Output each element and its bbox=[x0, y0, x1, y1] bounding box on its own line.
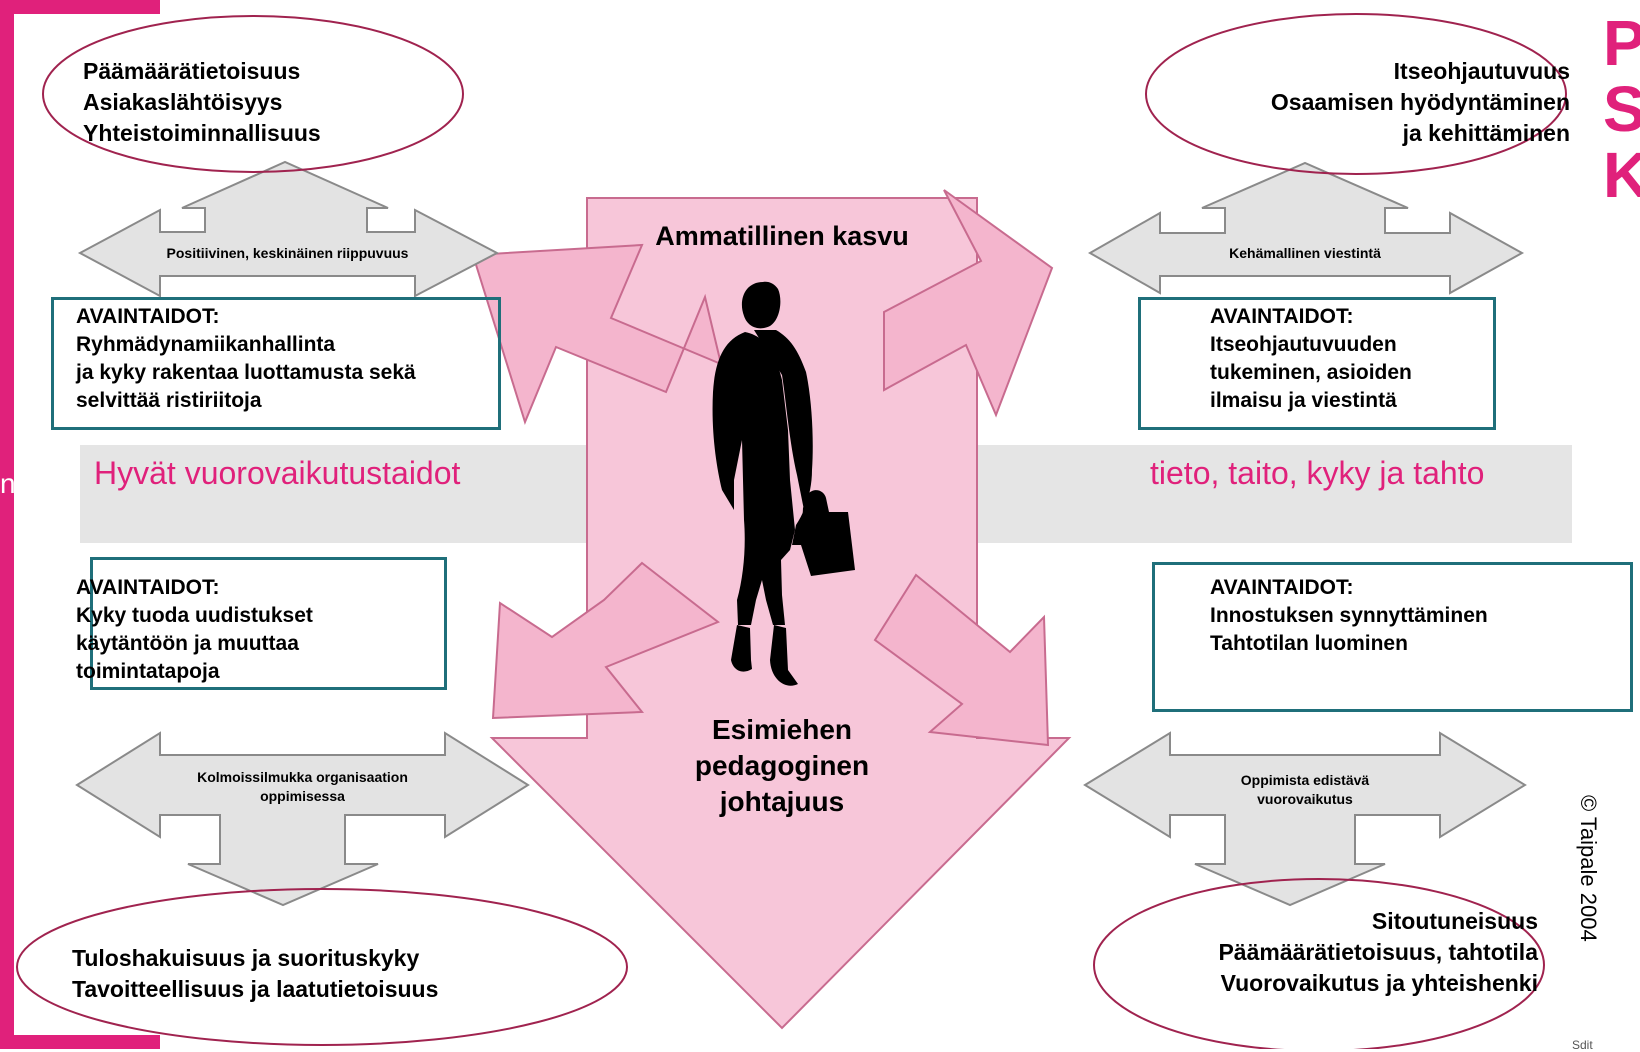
box-text-top-right: AVAINTAIDOT: Itseohjautuvuuden tukeminen… bbox=[1210, 303, 1412, 415]
left-frame-bar bbox=[0, 0, 14, 1049]
box-tr-line-4: ilmaisu ja viestintä bbox=[1210, 389, 1397, 412]
box-tl-line-1: AVAINTAIDOT: bbox=[76, 305, 220, 328]
box-bottom-right bbox=[1152, 562, 1633, 712]
ellipse-text-bottom-left: Tuloshakuisuus ja suorituskyky Tavoittee… bbox=[72, 943, 438, 1005]
bottom-left-frame-bar bbox=[0, 1035, 160, 1049]
center-bottom-line-2: pedagoginen bbox=[694, 750, 870, 781]
arrow-br-line-2: vuorovaikutus bbox=[1257, 791, 1353, 807]
arrow-label-top-left: Positiivinen, keskinäinen riippuvuus bbox=[166, 245, 409, 261]
ellipse-bl-line-2: Tavoitteellisuus ja laatutietoisuus bbox=[72, 976, 439, 1002]
ellipse-br-line-3: Vuorovaikutus ja yhteishenki bbox=[1220, 970, 1538, 996]
ellipse-text-bottom-right: Sitoutuneisuus Päämäärätietoisuus, tahto… bbox=[1218, 906, 1538, 999]
ellipse-bl-line-1: Tuloshakuisuus ja suorituskyky bbox=[72, 945, 420, 971]
ellipse-bottom-left bbox=[16, 888, 628, 1046]
box-tr-line-3: tukeminen, asioiden bbox=[1210, 361, 1412, 384]
band-edge-fragment: n bbox=[0, 468, 16, 499]
arrow-label-bottom-left: Kolmoissilmukka organisaation oppimisess… bbox=[130, 768, 475, 806]
center-top-label: Ammatillinen kasvu bbox=[655, 221, 909, 251]
arrow-label-top-right: Kehämallinen viestintä bbox=[1229, 245, 1381, 261]
ellipse-tr-line-1: Itseohjautuvuus bbox=[1393, 58, 1570, 84]
arrow-bl-line-1: Kolmoissilmukka organisaation bbox=[197, 769, 408, 785]
center-bottom-line-3: johtajuus bbox=[719, 786, 845, 817]
arrow-down-right bbox=[873, 573, 1050, 747]
box-tr-line-1: AVAINTAIDOT: bbox=[1210, 305, 1354, 328]
center-bottom-line-1: Esimiehen bbox=[711, 714, 853, 745]
band-text-left: Hyvät vuorovaikutustaidot bbox=[94, 455, 461, 491]
box-tr-line-2: Itseohjautuvuuden bbox=[1210, 333, 1397, 356]
arrow-bl-line-2: oppimisessa bbox=[260, 788, 345, 804]
person-silhouette bbox=[712, 281, 855, 686]
ellipse-tr-line-2: Osaamisen hyödyntäminen bbox=[1270, 89, 1570, 115]
box-br-line-1: AVAINTAIDOT: bbox=[1210, 576, 1354, 599]
bottom-edge-fragment: Sdit bbox=[1572, 1038, 1593, 1052]
ellipse-top-left bbox=[42, 15, 464, 173]
band-text-right: tieto, taito, kyky ja tahto bbox=[1150, 455, 1485, 491]
top-left-frame-bar bbox=[0, 0, 160, 14]
corner-logo-fragment: PSK bbox=[1603, 10, 1640, 205]
arrow-br-line-1: Oppimista edistävä bbox=[1240, 772, 1370, 788]
box-bl-line-4: toimintatapoja bbox=[76, 660, 220, 683]
box-br-line-2: Innostuksen synnyttäminen bbox=[1210, 604, 1488, 627]
ellipse-br-line-1: Sitoutuneisuus bbox=[1371, 908, 1538, 934]
box-bottom-left bbox=[90, 557, 447, 690]
ellipse-tl-line-1: Päämäärätietoisuus bbox=[83, 58, 301, 84]
ellipse-tl-line-2: Asiakaslähtöisyys bbox=[83, 89, 283, 115]
box-top-left bbox=[51, 297, 501, 430]
copyright-label: © Taipale 2004 bbox=[1576, 795, 1601, 942]
box-tl-line-3: ja kyky rakentaa luottamusta sekä bbox=[76, 361, 416, 384]
box-br-line-3: Tahtotilan luominen bbox=[1210, 632, 1408, 655]
box-tl-line-4: selvittää ristiriitoja bbox=[76, 389, 262, 412]
gray-arrow-bottom-left bbox=[75, 731, 530, 907]
arrow-down-left bbox=[491, 561, 720, 720]
ellipse-text-top-left: Päämäärätietoisuus Asiakaslähtöisyys Yht… bbox=[83, 56, 321, 149]
arrow-up-right bbox=[883, 189, 1054, 418]
ellipse-tr-line-3: ja kehittäminen bbox=[1402, 120, 1570, 146]
box-bl-line-2: Kyky tuoda uudistukset bbox=[76, 604, 313, 627]
ellipse-tl-line-3: Yhteistoiminnallisuus bbox=[83, 120, 321, 146]
box-text-top-left: AVAINTAIDOT: Ryhmädynamiikanhallinta ja … bbox=[76, 303, 416, 415]
box-text-bottom-left: AVAINTAIDOT: Kyky tuoda uudistukset käyt… bbox=[76, 574, 313, 686]
box-text-bottom-right: AVAINTAIDOT: Innostuksen synnyttäminen T… bbox=[1210, 574, 1488, 658]
gray-arrow-top-left bbox=[77, 160, 500, 298]
ellipse-bottom-right bbox=[1093, 878, 1545, 1049]
ellipse-top-right bbox=[1145, 13, 1567, 175]
box-bl-line-3: käytäntöön ja muuttaa bbox=[76, 632, 299, 655]
box-bl-line-1: AVAINTAIDOT: bbox=[76, 576, 220, 599]
gray-arrow-bottom-right bbox=[1083, 731, 1527, 907]
arrow-label-bottom-right: Oppimista edistävä vuorovaikutus bbox=[1130, 771, 1480, 809]
ellipse-text-top-right: Itseohjautuvuus Osaamisen hyödyntäminen … bbox=[1271, 56, 1570, 149]
ellipse-br-line-2: Päämäärätietoisuus, tahtotila bbox=[1218, 939, 1538, 965]
gray-arrow-top-right bbox=[1087, 161, 1525, 295]
center-bottom-label: Esimiehen pedagoginen johtajuus bbox=[587, 712, 977, 820]
box-tl-line-2: Ryhmädynamiikanhallinta bbox=[76, 333, 336, 356]
box-top-right bbox=[1138, 297, 1496, 430]
